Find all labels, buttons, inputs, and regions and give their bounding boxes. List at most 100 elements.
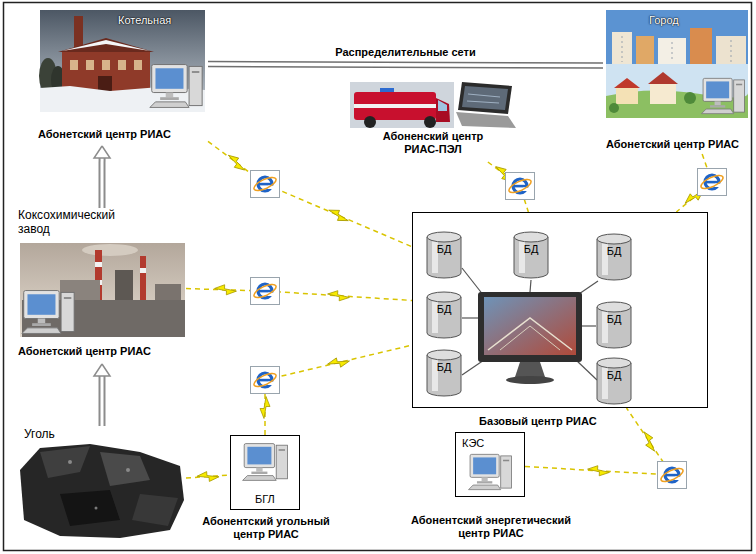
workstation-monitor xyxy=(488,318,572,350)
city-photo xyxy=(648,72,678,84)
lightning-bolt xyxy=(327,355,351,370)
site-title: Уголь xyxy=(24,427,55,441)
laptop-picture xyxy=(468,94,500,97)
coke-plant-photo xyxy=(140,268,146,273)
database-label: БД xyxy=(513,243,549,256)
coke-plant-photo xyxy=(82,244,138,256)
ambulance-photo xyxy=(364,116,376,128)
pipeline-line xyxy=(208,67,603,68)
monitor-links xyxy=(462,360,484,375)
wireless-link xyxy=(208,141,412,246)
database-label: БД xyxy=(426,243,462,256)
lightning-bolt xyxy=(326,206,350,224)
site-node: Коксохимический заводАбонетский центр РИ… xyxy=(18,208,186,364)
database-cylinder: БД xyxy=(596,233,632,281)
supply-line-inner xyxy=(101,157,104,208)
terminal-computer xyxy=(469,454,512,489)
monitor-links xyxy=(462,317,478,318)
supply-line-outer xyxy=(99,157,106,208)
boiler-house-photo xyxy=(40,10,205,112)
workstation-monitor xyxy=(484,297,576,355)
coal-photo xyxy=(68,460,72,464)
city-photo xyxy=(609,103,619,113)
database-label: БД xyxy=(426,361,462,374)
cylinder-body xyxy=(514,237,548,278)
site-title: Город xyxy=(649,14,679,27)
boiler-house-photo xyxy=(70,60,78,70)
center-label: Абонентский угольный центр РИАС xyxy=(191,515,341,541)
coal-photo xyxy=(126,468,130,472)
lightning-bolt xyxy=(197,471,220,483)
city-photo xyxy=(702,78,745,113)
supply-arrow xyxy=(94,146,110,208)
boiler-house-photo xyxy=(102,60,110,70)
browser-icon xyxy=(506,173,535,200)
city-photo xyxy=(606,10,748,64)
cylinder-body xyxy=(597,307,631,348)
city-photo xyxy=(650,84,676,104)
laptop-picture xyxy=(456,112,516,128)
site-title: Котельная xyxy=(118,14,171,27)
boiler-house-photo xyxy=(62,40,150,51)
cylinder-body xyxy=(597,363,631,404)
city-photo xyxy=(672,42,673,62)
cylinder-top xyxy=(427,292,461,302)
coal-photo xyxy=(95,507,98,510)
cylinder-body xyxy=(427,237,461,278)
database-cylinder: БД xyxy=(596,357,632,405)
terminal-computer xyxy=(243,444,288,481)
database-cylinder: БД xyxy=(426,291,462,339)
coal-photo xyxy=(100,452,150,486)
lightning-bolt xyxy=(225,152,249,173)
coke-plant-photo xyxy=(95,262,102,267)
city-photo xyxy=(658,38,686,64)
boiler-house-photo xyxy=(86,60,94,70)
mobile-node: Абоненский центр РИАС-ПЭЛ xyxy=(350,80,516,162)
pipeline-connector xyxy=(208,62,603,68)
city-photo xyxy=(622,36,623,62)
ambulance-photo xyxy=(436,98,450,122)
database-label: БД xyxy=(596,245,632,258)
site-node: КотельнаяАбонетский центр РИАС xyxy=(36,8,208,146)
connector-label: Распределительные сети xyxy=(335,46,475,59)
monitor-links xyxy=(530,280,531,292)
boiler-house-photo xyxy=(58,38,154,52)
browser-icon xyxy=(698,169,727,196)
monitor-links xyxy=(582,325,596,326)
wireless-link xyxy=(186,471,230,483)
center-label: Абонентский энергетический центр РИАС xyxy=(396,514,586,540)
workstation-monitor xyxy=(478,292,582,384)
browser-icon xyxy=(251,367,280,394)
city-photo xyxy=(612,32,632,64)
city-photo xyxy=(684,92,696,104)
coal-photo xyxy=(20,444,184,538)
database-cylinder: БД xyxy=(426,349,462,397)
cylinder-body xyxy=(427,355,461,396)
coke-plant-photo xyxy=(20,243,185,337)
ambulance-photo xyxy=(354,104,436,108)
workstation-monitor xyxy=(506,376,554,384)
workstation-monitor xyxy=(515,362,545,377)
coal-photo xyxy=(60,490,120,526)
pipeline-line xyxy=(208,62,603,63)
coal-photo xyxy=(20,444,184,538)
boiler-house-photo xyxy=(150,65,202,108)
browser-icon xyxy=(251,278,280,305)
database-cylinder: БД xyxy=(596,301,632,349)
ambulance-photo xyxy=(438,100,447,111)
coke-plant-photo xyxy=(22,291,74,334)
city-photo xyxy=(690,28,712,64)
monitor-links xyxy=(462,268,598,380)
center-label: Абонетский центр РИАС xyxy=(38,128,171,141)
center-label: Абоненский центр РИАС-ПЭЛ xyxy=(373,130,493,156)
ambulance-photo xyxy=(350,82,454,128)
center-label: Базовый центр РИАС xyxy=(479,415,597,428)
terminal-box: КЭСАбонентский энергетический центр РИАС xyxy=(455,432,525,497)
ambulance-photo xyxy=(354,92,436,120)
supply-line-inner xyxy=(101,375,104,426)
center-label: Абонетский центр РИАС xyxy=(18,345,151,358)
laptop-picture xyxy=(456,82,516,128)
wireless-line xyxy=(208,141,412,246)
city-photo xyxy=(614,78,640,88)
